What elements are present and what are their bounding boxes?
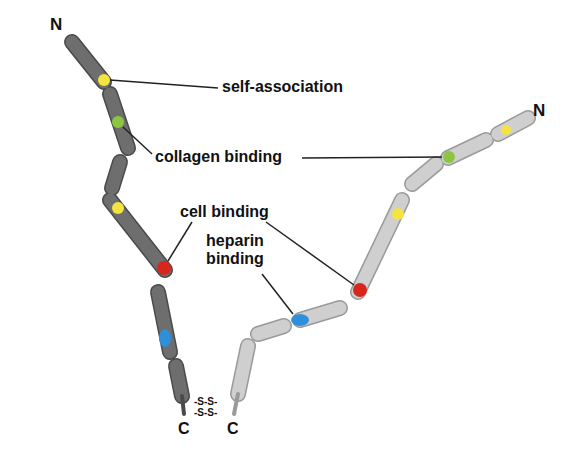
leader-line [110, 80, 218, 88]
chain-domain [176, 366, 182, 396]
chain-domain [238, 346, 248, 394]
cell-site [157, 261, 171, 275]
leader-line [168, 222, 192, 261]
terminus-label: N [50, 16, 62, 35]
leader-line [266, 222, 354, 285]
heparin-site [291, 314, 309, 326]
leader-line [123, 127, 152, 154]
site-label: self-association [222, 78, 343, 96]
leader-line [302, 157, 442, 158]
left-chain-fill [72, 42, 182, 396]
leader-line [262, 274, 293, 314]
chain-domain [112, 162, 120, 188]
chain-tail [234, 394, 238, 414]
chain-domain [110, 200, 165, 270]
chain-domain [498, 118, 528, 134]
chain-domain [258, 326, 284, 334]
site-label: heparin binding [194, 232, 276, 267]
chain-domain [412, 164, 436, 184]
chain-domain [112, 162, 120, 188]
heparin-site [159, 329, 171, 347]
collagen-site [112, 116, 124, 128]
chain-domain [498, 118, 528, 134]
chain-tail [182, 396, 184, 414]
chain-domain [412, 164, 436, 184]
terminus-label: N [533, 102, 545, 121]
left-chain-outline [72, 42, 182, 396]
chain-domain [238, 346, 248, 394]
chain-domain [110, 94, 128, 148]
cell-site [353, 283, 367, 297]
chain-domain [72, 42, 104, 82]
terminus-label: C [227, 420, 239, 438]
site-label: cell binding [180, 203, 269, 221]
chain-domain [110, 200, 165, 270]
chain-domain [176, 366, 182, 396]
chain-domain [158, 292, 170, 352]
terminus-label: C [178, 420, 190, 438]
self-association-site [501, 125, 511, 135]
self-association-site [392, 208, 404, 220]
disulfide-bond: -S-S- [194, 396, 217, 407]
leader-lines [110, 80, 442, 314]
self-association-site [112, 202, 124, 214]
collagen-site [443, 151, 455, 163]
chain-domain [110, 94, 128, 148]
chain-domain [158, 292, 170, 352]
site-label: collagen binding [155, 148, 282, 166]
self-association-site [98, 74, 110, 86]
disulfide-bond: -S-S- [194, 407, 217, 418]
chain-domain [258, 326, 284, 334]
binding-sites [98, 74, 511, 347]
chain-domain [72, 42, 104, 82]
left-chain [72, 42, 184, 414]
